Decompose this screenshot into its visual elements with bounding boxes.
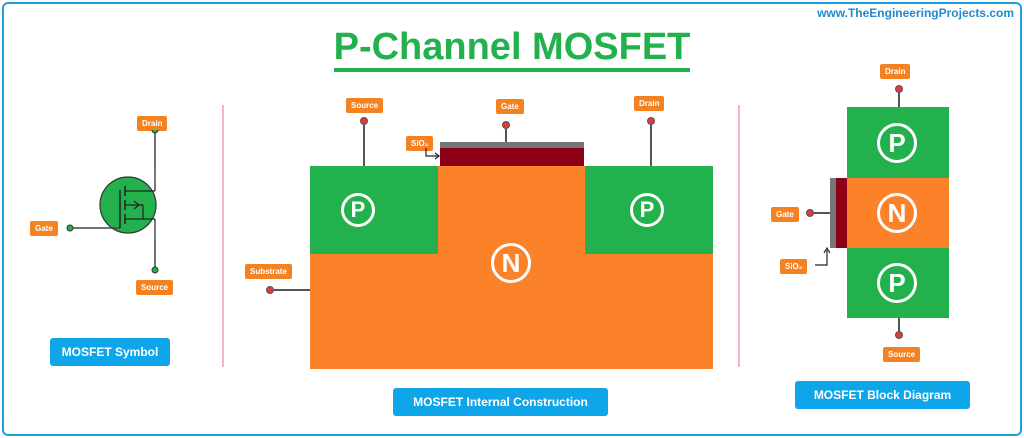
block-oxide-arrow-icon (815, 246, 831, 266)
construction-oxide-label: SiO₂ (406, 136, 434, 151)
block-caption: MOSFET Block Diagram (795, 381, 970, 409)
block-drain-pin (895, 85, 903, 93)
construction-caption: MOSFET Internal Construction (393, 388, 608, 416)
drain-wire (650, 125, 652, 166)
substrate-wire (274, 289, 310, 291)
block-gate-pin (806, 209, 814, 217)
symbol-source-label: Source (136, 280, 174, 295)
source-wire (363, 125, 365, 166)
divider-left (222, 105, 224, 367)
website-url[interactable]: www.TheEngineeringProjects.com (817, 6, 1014, 20)
block-gate-wire (814, 212, 830, 214)
gate-wire (505, 129, 507, 142)
block-oxide-layer (836, 178, 847, 248)
p-right-circle: P (630, 193, 664, 227)
construction-substrate-label: Substrate (245, 264, 292, 279)
symbol-gate-label: Gate (30, 221, 58, 236)
block-n-circle: N (877, 193, 917, 233)
p-left-circle: P (341, 193, 375, 227)
substrate-pin (266, 286, 274, 294)
symbol-drain-label: Drain (137, 116, 168, 131)
mosfet-symbol-icon (66, 130, 159, 274)
block-p-top-circle: P (877, 123, 917, 163)
block-oxide-label: SiO₂ (780, 259, 808, 274)
gate-metal (440, 142, 584, 148)
block-source-wire (898, 318, 900, 332)
drain-pin (647, 117, 655, 125)
symbol-caption: MOSFET Symbol (50, 338, 170, 366)
n-substrate-circle: N (491, 243, 531, 283)
construction-gate-label: Gate (496, 99, 524, 114)
block-source-pin (895, 331, 903, 339)
diagram-title: P-Channel MOSFET (0, 26, 1024, 72)
block-drain-wire (898, 93, 900, 107)
block-drain-label: Drain (880, 64, 911, 79)
construction-source-label: Source (346, 98, 384, 113)
block-source-label: Source (883, 347, 921, 362)
title-text: P-Channel MOSFET (333, 26, 691, 72)
oxide-layer (440, 148, 584, 166)
divider-right (738, 105, 740, 367)
source-pin (360, 117, 368, 125)
block-p-bottom-circle: P (877, 263, 917, 303)
block-gate-metal (830, 178, 836, 248)
block-gate-label: Gate (771, 207, 799, 222)
construction-drain-label: Drain (634, 96, 665, 111)
oxide-arrow-icon (425, 148, 440, 160)
gate-pin (502, 121, 510, 129)
